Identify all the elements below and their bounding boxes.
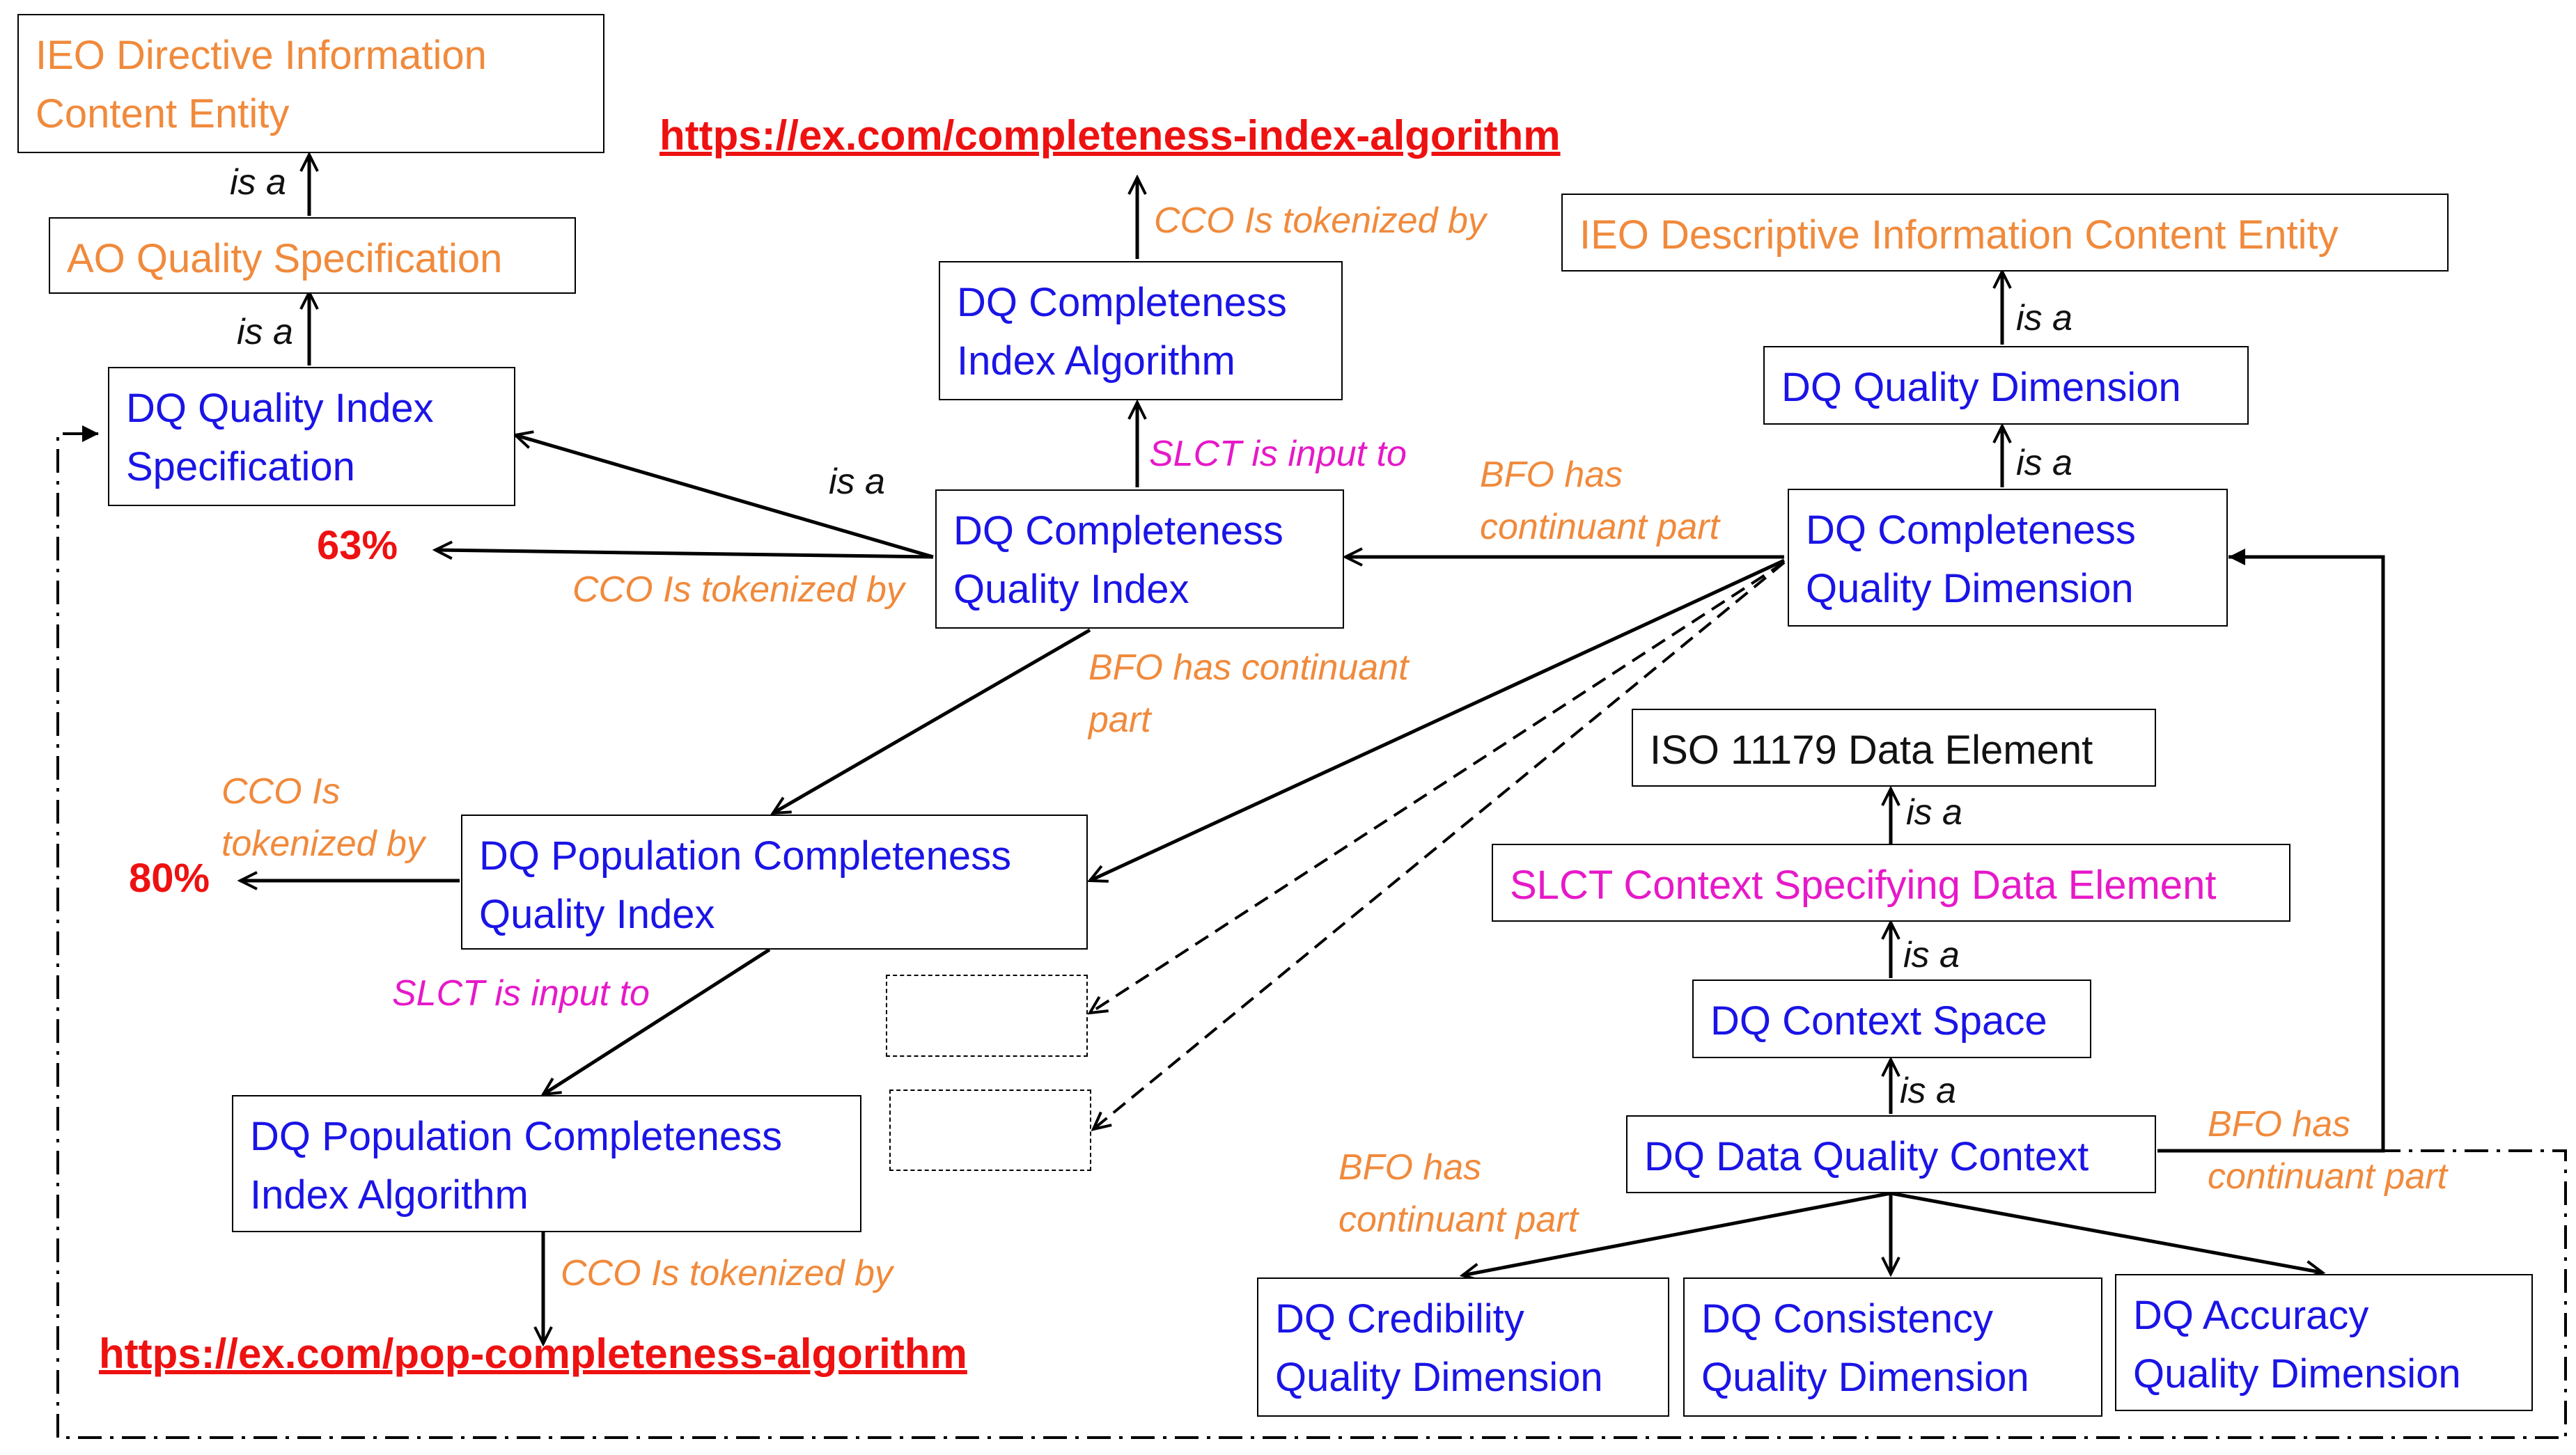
node-slct-context-specifying: SLCT Context Specifying Data Element [1492,844,2290,922]
node-dq-quality-index-spec: DQ Quality Index Specification [108,367,515,506]
label-bfo-cqd-cqi: BFO has continuant part [1480,455,1720,548]
label-bfo-cqi-pcqi: BFO has continuant part [1088,647,1409,741]
node-dq-consistency: DQ Consistency Quality Dimension [1683,1277,2102,1417]
edge-cqd-to-empty-2 [1093,561,1786,1129]
placeholder-box-2 [889,1090,1091,1171]
node-dq-completeness-quality-index: DQ Completeness Quality Index [935,489,1344,629]
node-dq-completeness-index-algorithm: DQ Completeness Index Algorithm [939,261,1343,400]
label-cco-tokenized-pcqi: CCO Is tokenized by [221,771,425,865]
value-completeness-percent: 63% [317,523,398,568]
label-is-a-cqi-qis: is a [829,462,885,502]
label-is-a-slct-iso: is a [1906,792,1962,833]
edge-ctx-to-accuracy [1890,1191,2323,1273]
boundary-dashdot [56,425,2567,1439]
label-is-a-ao-ieo: is a [230,162,286,203]
label-is-a-qis-ao: is a [237,312,293,352]
label-is-a-cqd-qd: is a [2016,443,2072,483]
node-dq-accuracy: DQ Accuracy Quality Dimension [2115,1274,2533,1411]
label-is-a-space-slct: is a [1903,935,1960,975]
edge-cqi-to-pcqi [773,628,1091,813]
edge-cqd-to-empty-1 [1090,561,1786,1013]
link-completeness-algorithm[interactable]: https://ex.com/completeness-index-algori… [659,112,1561,159]
node-ao-quality-spec: AO Quality Specification [49,217,576,294]
node-dq-population-completeness-quality-index: DQ Population Completeness Quality Index [461,815,1088,950]
node-iso-11179: ISO 11179 Data Element [1632,709,2156,787]
placeholder-box-1 [886,975,1088,1057]
label-is-a-ctx-space: is a [1900,1071,1956,1111]
value-population-percent: 80% [129,856,210,901]
edge-ctx-to-cqd [2157,549,2385,1153]
label-slct-input-cqi: SLCT is input to [1149,434,1407,474]
label-bfo-ctx-cqd: BFO has continuant part [2208,1104,2448,1197]
node-dq-context-space: DQ Context Space [1692,980,2091,1058]
node-dq-data-quality-context: DQ Data Quality Context [1626,1115,2156,1193]
node-dq-credibility: DQ Credibility Quality Dimension [1257,1277,1669,1417]
edge-ctx-to-credibility [1462,1191,1891,1275]
node-dq-completeness-quality-dimension: DQ Completeness Quality Dimension [1788,489,2228,627]
link-pop-completeness-algorithm[interactable]: https://ex.com/pop-completeness-algorith… [99,1330,967,1377]
node-dq-population-completeness-index-algorithm: DQ Population Completeness Index Algorit… [232,1095,861,1232]
label-slct-input-pcqi: SLCT is input to [392,973,650,1014]
edge-cqi-to-63 [435,550,934,557]
label-is-a-qd-ieo: is a [2016,298,2072,338]
label-cco-tokenized-cqi: CCO Is tokenized by [572,569,905,610]
label-cco-tokenized-cia: CCO Is tokenized by [1154,200,1486,241]
node-ieo-directive: IEO Directive Information Content Entity [17,14,604,153]
label-cco-tokenized-pcia: CCO Is tokenized by [561,1253,893,1293]
edge-pcqi-to-pcia [543,947,771,1094]
edge-cqi-to-qis [515,435,934,559]
edge-cqd-to-pcqi [1090,558,1786,881]
node-ieo-descriptive: IEO Descriptive Information Content Enti… [1561,194,2449,272]
node-dq-quality-dimension: DQ Quality Dimension [1763,346,2249,425]
label-bfo-ctx-dims: BFO has continuant part [1338,1147,1579,1241]
